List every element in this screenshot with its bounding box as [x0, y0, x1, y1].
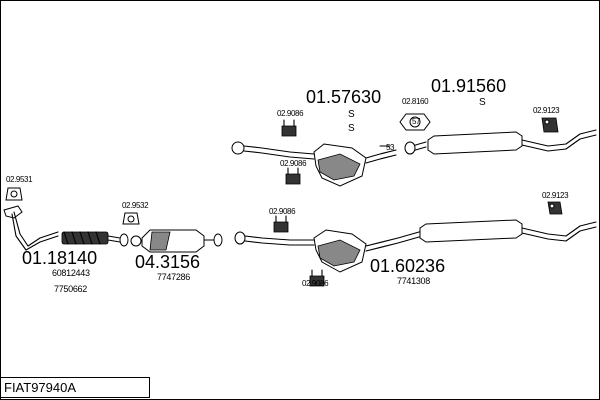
rear-section-upper-number: 01.57630 — [306, 87, 381, 107]
ring-icon-upper[interactable] — [399, 113, 431, 131]
end-silencer-upper-part[interactable] — [404, 129, 597, 155]
hanger-lower-2-code: 02.9086 — [302, 279, 329, 288]
rear-section-lower-number: 01.60236 — [370, 256, 445, 276]
bracket-icon-lower-right[interactable] — [547, 201, 563, 215]
clamp-cat-code: 02.9532 — [122, 201, 149, 210]
rear-section-lower-oe: 7741308 — [397, 276, 430, 286]
clamp-left-code: 02.9531 — [6, 175, 33, 184]
bracket-upper-right-code: 02.9123 — [533, 106, 560, 115]
hanger-icon-upper-2[interactable] — [285, 167, 301, 185]
hanger-upper-2-code: 02.9086 — [280, 159, 307, 168]
bracket-lower-right-code: 02.9123 — [542, 191, 569, 200]
rear-section-lower-part[interactable] — [234, 219, 597, 273]
joint-ring-icon — [130, 235, 142, 247]
end-silencer-upper-variant: S — [479, 97, 486, 108]
hanger-icon-lower-2[interactable] — [309, 269, 325, 287]
diagram-id-box: FIAT97940A — [0, 377, 150, 398]
hanger-upper-1-code: 02.9086 — [277, 109, 304, 118]
bracket-icon-upper-right[interactable] — [541, 117, 559, 133]
hanger-lower-1-code: 02.9086 — [269, 207, 296, 216]
front-pipe-number: 01.18140 — [22, 248, 97, 268]
front-pipe-oe-2: 7750662 — [54, 284, 87, 294]
catalyst-oe: 7747286 — [157, 272, 190, 282]
front-pipe-part[interactable] — [3, 205, 129, 251]
diagram-id-label: FIAT97940A — [4, 380, 77, 395]
ring-upper-code: 02.8160 — [402, 97, 429, 106]
rear-section-upper-part[interactable] — [231, 141, 397, 187]
catalyst-number: 04.3156 — [135, 252, 200, 272]
rear-section-upper-variant-2: S — [348, 123, 355, 134]
hanger-icon-lower-1[interactable] — [273, 215, 289, 233]
rear-section-upper-variant-1: S — [348, 109, 355, 120]
front-pipe-oe-1: 60812443 — [52, 268, 90, 278]
ring-inline-code: 57 — [412, 117, 421, 126]
end-silencer-upper-number: 01.91560 — [431, 76, 506, 96]
clamp-icon-left[interactable] — [5, 187, 23, 201]
clamp-icon-cat[interactable] — [122, 212, 140, 225]
flange-inline-code: 53 — [386, 143, 395, 152]
hanger-icon-upper-1[interactable] — [281, 119, 297, 137]
catalyst-part[interactable] — [141, 229, 223, 253]
